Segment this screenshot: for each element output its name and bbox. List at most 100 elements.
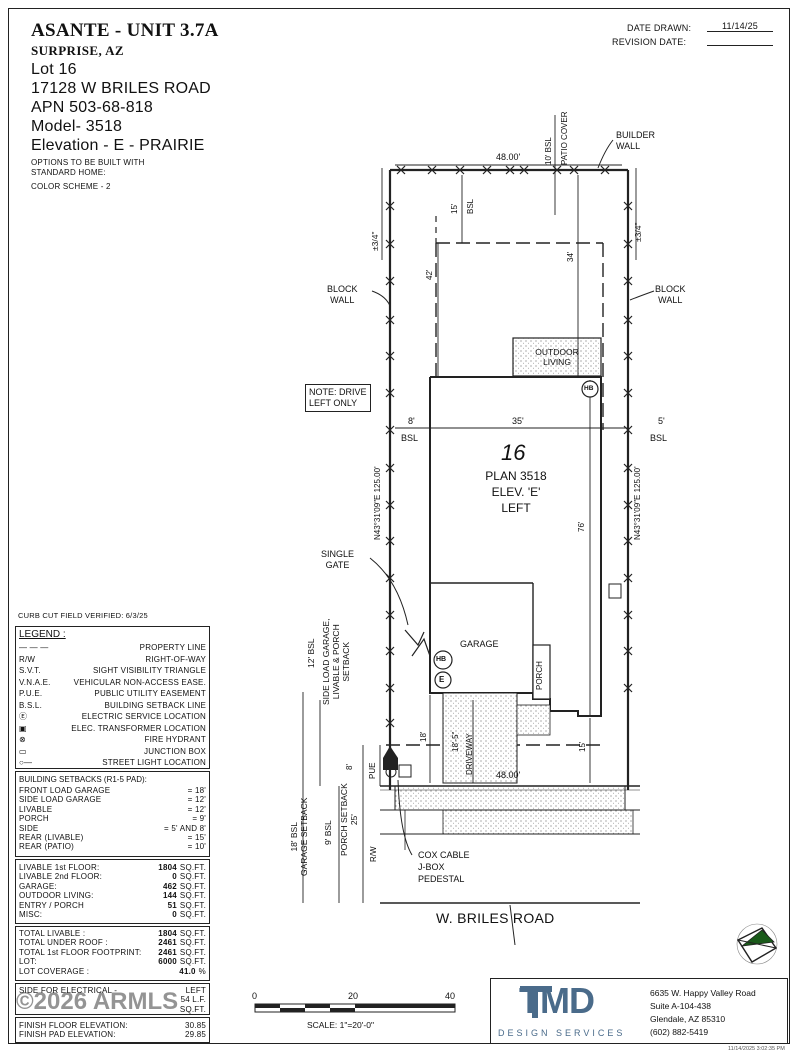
legend-key: R/W [19, 654, 36, 664]
setback-row: REAR (PATIO)= 10' [16, 842, 209, 851]
legend-item: B.S.L.BUILDING SETBACK LINE [16, 700, 209, 712]
legend-key: ▭ [19, 746, 27, 756]
elevation-row-label: FINISH PAD ELEVATION: [19, 1030, 116, 1040]
electrical-row: 54 L.F. [16, 995, 209, 1004]
setback-row: SIDE LOAD GARAGE= 12' [16, 795, 209, 804]
bsl-left: BSL [401, 433, 419, 443]
elevation-row: FINISH FLOOR ELEVATION:30.85 [16, 1021, 209, 1030]
outdoor-living-label: OUTDOOR LIVING [535, 347, 579, 367]
electrical-row-value: 54 L.F. [180, 995, 206, 1005]
legend-item: ⊗FIRE HYDRANT [16, 734, 209, 746]
legend-item: S.V.T. SIGHT VISIBILITY TRIANGLE [16, 665, 209, 677]
legend-key: ○— [19, 758, 33, 767]
dim-front-15: 15' [578, 741, 587, 752]
electrical-row: SQ.FT. [16, 1005, 209, 1014]
legend-key: ▣ [19, 723, 27, 733]
electrical-row-value: SQ.FT. [179, 1004, 206, 1014]
scale-tick-40: 40 [445, 991, 456, 1001]
plan-lot-number: 16 [501, 440, 526, 465]
area-row-label: ENTRY / PORCH [19, 900, 84, 910]
note-drive: NOTE: DRIVE LEFT ONLY [305, 384, 371, 412]
builder-wall-label: BUILDER WALL [616, 130, 656, 151]
area-row-label: MISC: [19, 910, 43, 920]
scale-label: SCALE: 1"=20'-0" [307, 1020, 374, 1030]
legend-item: — — —PROPERTY LINE [16, 642, 209, 654]
total-row-unit: SQ.FT. [179, 947, 206, 957]
area-row-number: 1804 [158, 863, 177, 872]
plan-handing: LEFT [501, 501, 531, 515]
tmd-logo-icon [520, 986, 552, 1018]
plus-minus-right: ±3/4" [633, 222, 643, 243]
block-wall-label-right: BLOCK WALL [655, 284, 686, 305]
electrical-row: SIDE FOR ELECTRICAL -LEFT [16, 986, 209, 995]
setback-row: PORCH= 9' [16, 814, 209, 823]
outdoor-living-pad [512, 337, 602, 377]
north-arrow-icon [736, 923, 778, 965]
total-row-unit: SQ.FT. [179, 929, 206, 938]
rw-label: R/W [369, 846, 378, 862]
legend-key: S.V.T. [19, 666, 41, 675]
legend-key: B.S.L. [19, 700, 42, 710]
side-line-left: N43°31'09"E 125.00' [373, 466, 382, 540]
elevation-row-value: 30.85 [184, 1021, 206, 1030]
driveway-pad [442, 692, 518, 784]
legend-key: V.N.A.E. [19, 677, 51, 687]
elevation: Elevation - E - PRAIRIE [31, 137, 205, 154]
patio-cover-label: PATIO COVER [560, 111, 569, 166]
legend-label: SIGHT VISIBILITY TRIANGLE [92, 666, 206, 675]
project-title: ASANTE - UNIT 3.7A [31, 20, 219, 41]
revision-date-label: REVISION DATE: [612, 37, 687, 47]
setback-row-value: = 12' [187, 795, 206, 805]
company-tagline: DESIGN SERVICES [498, 1028, 626, 1038]
setback-row-label: FRONT LOAD GARAGE [19, 786, 111, 795]
scale-bar [254, 1003, 456, 1013]
setback-row-value: = 9' [192, 814, 206, 824]
setback-row-value: = 5' AND 8' [164, 823, 206, 833]
block-wall-label-left: BLOCK WALL [327, 284, 358, 305]
setback-row-value: = 12' [187, 804, 206, 814]
dim-bottom-width: 48.00' [496, 770, 521, 780]
dim-drive-18-5: 18'-5" [451, 731, 460, 752]
footer-stamp: 11/14/2025 3:02:35 PM [728, 1046, 785, 1052]
revision-date-value [707, 35, 773, 46]
area-row-number: 144 [162, 891, 177, 901]
legend-item: P.U.E.PUBLIC UTILITY EASEMENT [16, 688, 209, 700]
garage-setback-text: 18' BSL GARAGE SETBACK [289, 797, 309, 876]
setback-row: SIDE= 5' AND 8' [16, 824, 209, 833]
pue-label: PUE [368, 762, 377, 779]
garage-label: GARAGE [460, 639, 499, 649]
model: Model- 3518 [31, 118, 123, 135]
elevation-row: FINISH PAD ELEVATION:29.85 [16, 1030, 209, 1039]
legend-label: FIRE HYDRANT [144, 735, 206, 744]
dim-depth-76: 76' [577, 521, 586, 532]
legend-label: PROPERTY LINE [139, 643, 206, 652]
side-line-right: N43°31'09"E 125.00' [633, 466, 642, 540]
address: 17128 W BRILES ROAD [31, 80, 211, 97]
total-row-label: TOTAL 1st FLOOR FOOTPRINT: [19, 947, 142, 957]
setback-row-label: LIVABLE [19, 804, 53, 814]
company-logo: TMD [519, 980, 595, 1021]
total-row-unit: SQ.FT. [179, 938, 206, 948]
area-row-label: OUTDOOR LIVING: [19, 891, 94, 901]
total-row-number: 2461 [158, 938, 177, 948]
setbacks-title: BUILDING SETBACKS (R1-5 PAD): [19, 775, 147, 784]
sidewalk [394, 785, 626, 811]
options-line2: STANDARD HOME: [31, 168, 106, 177]
legend-label: VEHICULAR NON-ACCESS EASE. [73, 677, 206, 687]
area-row-unit: SQ.FT. [179, 891, 206, 901]
